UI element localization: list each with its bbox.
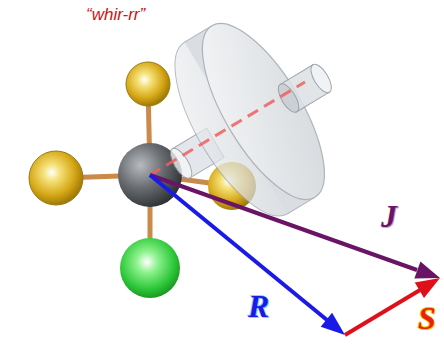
j-arrowhead (414, 262, 440, 279)
vector-label: R (248, 290, 269, 322)
front-hub (274, 61, 335, 115)
top-atom (126, 62, 170, 106)
sound-caption: “whir-rr” (86, 6, 145, 23)
left-atom (29, 151, 83, 205)
vector-label: J (381, 200, 397, 232)
r-arrowhead (321, 313, 345, 335)
bottom-atom (120, 238, 180, 298)
s-vector (345, 290, 420, 335)
rotation-axis (150, 82, 305, 175)
j-vector (150, 175, 417, 270)
s-arrowhead (415, 278, 440, 298)
disk-front-face (179, 6, 347, 217)
hub-end (307, 61, 335, 96)
r-vector (150, 175, 327, 320)
vector-label: S (418, 302, 436, 334)
